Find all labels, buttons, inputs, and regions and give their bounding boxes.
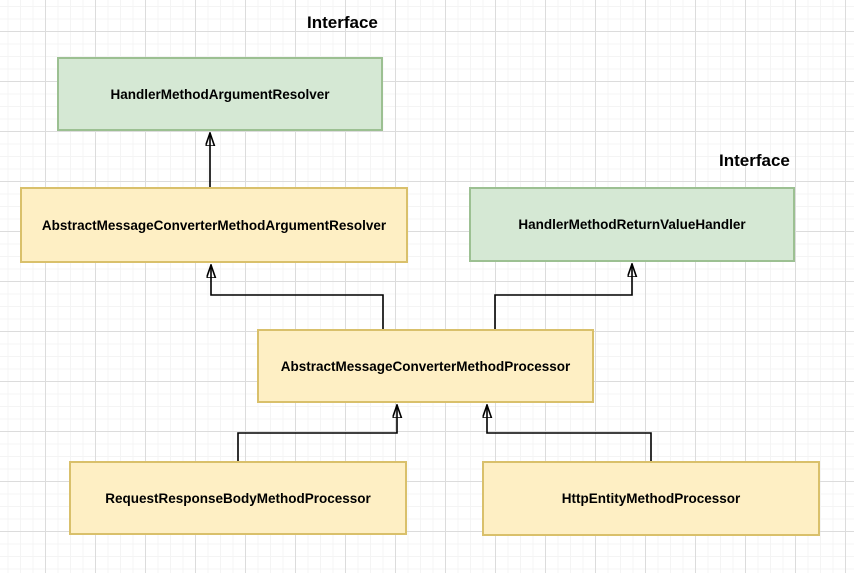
- interface-label-right[interactable]: Interface: [719, 151, 790, 170]
- edge-rrbmp-to-amcmp[interactable]: [237, 405, 397, 461]
- edge-amcmp-to-amcmar[interactable]: [211, 265, 384, 329]
- node-handler-method-return-value-handler[interactable]: HandlerMethodReturnValueHandler: [469, 187, 795, 262]
- edge-amcmp-to-hmrvh[interactable]: [494, 264, 632, 329]
- interface-label-left[interactable]: Interface: [307, 13, 378, 32]
- node-http-entity-method-processor[interactable]: HttpEntityMethodProcessor: [482, 461, 820, 536]
- node-abstract-message-converter-method-processor[interactable]: AbstractMessageConverterMethodProcessor: [257, 329, 594, 403]
- node-request-response-body-method-processor[interactable]: RequestResponseBodyMethodProcessor: [69, 461, 407, 535]
- node-abstract-message-converter-method-argument-resolver[interactable]: AbstractMessageConverterMethodArgumentRe…: [20, 187, 408, 263]
- edge-hemp-to-amcmp[interactable]: [487, 405, 652, 461]
- node-handler-method-argument-resolver[interactable]: HandlerMethodArgumentResolver: [57, 57, 383, 131]
